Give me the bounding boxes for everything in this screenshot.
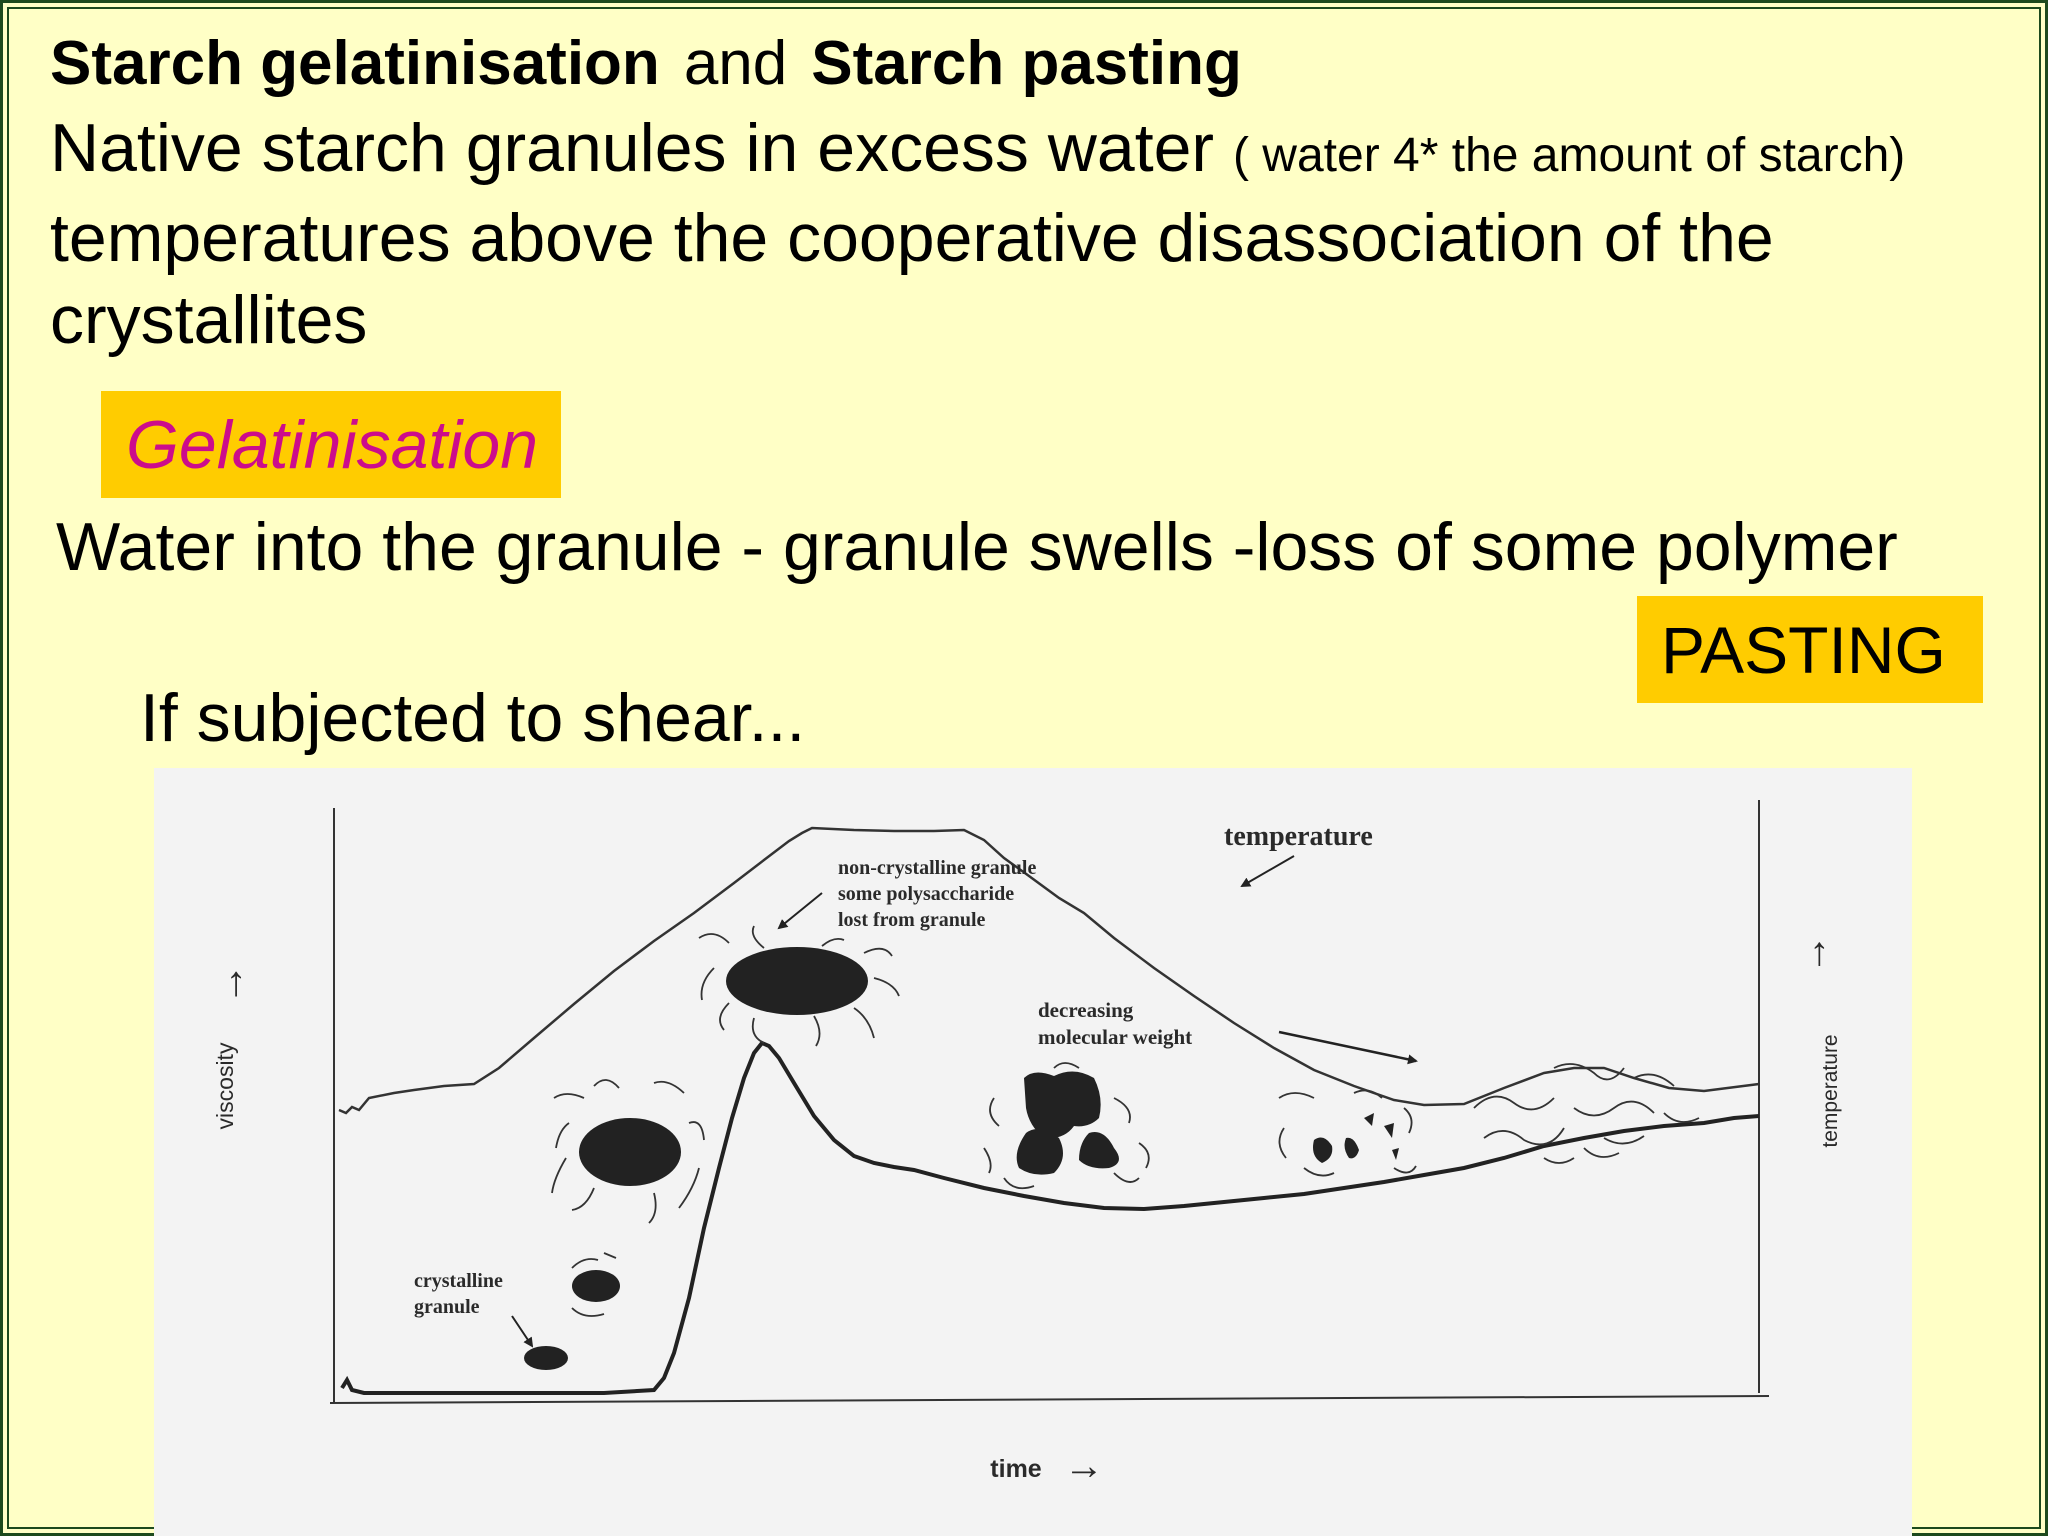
title-part-gelatinisation: Starch gelatinisation <box>50 29 660 98</box>
fragmented-granule-large <box>1016 1071 1119 1175</box>
intro-line-1: Native starch granules in excess water (… <box>50 107 2010 197</box>
fragmented-granule-small-strands <box>1278 1089 1417 1177</box>
arrow-non-crystalline <box>777 892 823 930</box>
fragmented-granule-large-strands <box>983 1062 1150 1190</box>
viscosity-curve <box>340 1040 1760 1395</box>
decreasing-mw-label-2: molecular weight <box>1038 1025 1192 1049</box>
temperature-curve <box>338 826 1760 1115</box>
pasting-diagram-svg: temperature non-crystalline granule some… <box>205 800 1842 1488</box>
x-axis-label-time: time <box>990 1455 1042 1483</box>
x-axis-arrow: → <box>1064 1444 1104 1488</box>
y-axis-label-viscosity: viscosity <box>212 1042 238 1129</box>
arrow-temperature <box>1240 855 1295 887</box>
granule-swollen-strands <box>551 1079 705 1224</box>
decreasing-mw-label-1: decreasing <box>1038 998 1134 1022</box>
y-axis-label-temperature: temperature <box>1819 1034 1842 1147</box>
pasting-highlight <box>1637 596 1983 703</box>
shear-line: If subjected to shear... <box>140 680 806 756</box>
crystalline-granule-label-1: crystalline <box>414 1270 503 1292</box>
gelatinisation-highlight <box>101 391 561 498</box>
title-and: and <box>683 29 788 98</box>
dispersed-polymer-strands <box>1473 1063 1700 1164</box>
granule-non-crystalline <box>726 947 868 1015</box>
slide-title: Starch gelatinisation and Starch pasting <box>50 26 1242 102</box>
arrow-crystalline-granule <box>511 1315 534 1348</box>
intro-paragraph: Native starch granules in excess water (… <box>50 107 2010 361</box>
pasting-diagram: temperature non-crystalline granule some… <box>154 768 1912 1536</box>
non-crystalline-label-3: lost from granule <box>838 909 986 931</box>
intro-line-1-text: Native starch granules in excess water <box>50 110 1215 186</box>
intro-line-3: crystallites <box>50 282 368 358</box>
y-axis-arrow-right: → <box>1791 934 1835 974</box>
granule-swollen <box>579 1118 681 1186</box>
temperature-curve-label: temperature <box>1224 821 1373 852</box>
water-into-granule-line: Water into the granule - granule swells … <box>56 509 1898 585</box>
title-part-pasting: Starch pasting <box>811 29 1242 98</box>
gelatinisation-label: Gelatinisation <box>126 407 539 483</box>
granule-swelling-strands <box>571 1252 617 1317</box>
intro-line-2: temperatures above the cooperative disas… <box>50 200 1774 276</box>
intro-water-note: ( water 4* the amount of starch) <box>1232 129 1906 182</box>
crystalline-granule-label-2: granule <box>414 1296 480 1318</box>
non-crystalline-label-2: some polysaccharide <box>838 883 1014 905</box>
non-crystalline-label-1: non-crystalline granule <box>838 857 1036 879</box>
granule-swelling <box>572 1270 620 1302</box>
y-axis-arrow-left: → <box>205 963 252 1005</box>
arrow-decreasing-mw <box>1278 1030 1418 1065</box>
axis-bottom <box>329 1395 1770 1404</box>
granule-non-crystalline-strands <box>698 925 900 1047</box>
pasting-label: PASTING <box>1661 613 1946 687</box>
crystalline-granule-small <box>524 1346 568 1370</box>
fragmented-granule-small <box>1313 1113 1399 1163</box>
